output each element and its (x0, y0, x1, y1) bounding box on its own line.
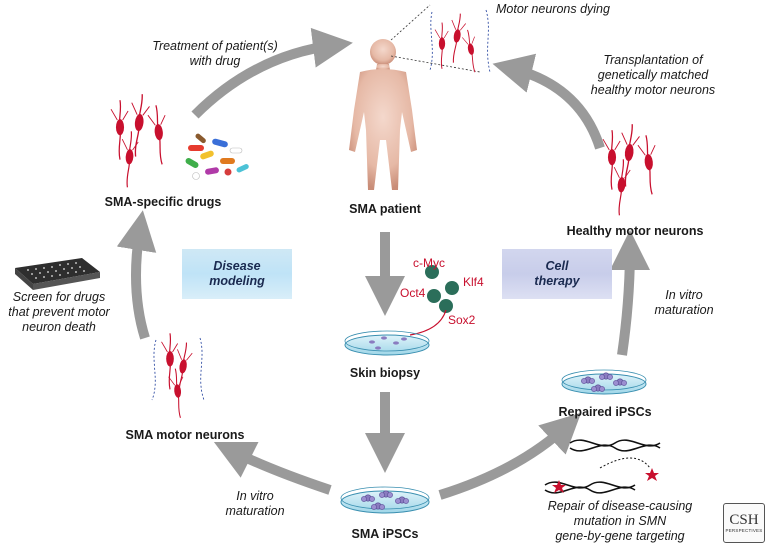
csh-perspectives-logo: CSH PERSPECTIVES (723, 503, 765, 543)
note-repair-line2: mutation in SMN (573, 514, 667, 528)
healthy-neurons (602, 122, 661, 217)
logo-main-text: CSH (729, 512, 759, 528)
note-repair-line3: gene-by-gene targeting (555, 529, 685, 543)
patient-figure (349, 39, 417, 190)
note-maturation-right-line2: maturation (654, 303, 714, 317)
band-cell-therapy: Cell therapy (502, 249, 612, 299)
arrow-ipscs-to-motor-neurons (213, 441, 332, 495)
note-transplant-line3: healthy motor neurons (590, 83, 716, 97)
pills-icon (185, 133, 249, 180)
node-sma-ipscs: SMA iPSCs (351, 527, 419, 541)
arrow-ipscs-to-repaired (438, 412, 582, 500)
note-treatment-line2: with drug (189, 54, 241, 68)
note-maturation-right-line1: In vitro (665, 288, 703, 302)
note-transplant-line2: genetically matched (597, 68, 709, 82)
note-maturation-left-line2: maturation (225, 504, 285, 518)
logo-sub-text: PERSPECTIVES (725, 528, 763, 533)
factor-oct4: Oct4 (400, 286, 426, 300)
note-screen-for-drugs: Screen for drugs that prevent motor neur… (0, 290, 118, 335)
note-screen-line2: that prevent motor (8, 305, 110, 319)
band-cell-line2: therapy (534, 274, 580, 288)
note-treatment-line1: Treatment of patient(s) (152, 39, 278, 53)
band-disease-line1: Disease (213, 259, 261, 273)
note-treatment: Treatment of patient(s) with drug (140, 39, 290, 69)
dish-skin-biopsy (344, 330, 430, 356)
factor-klf4: Klf4 (463, 275, 484, 289)
node-sma-specific-drugs: SMA-specific drugs (104, 195, 222, 209)
note-maturation-left-line1: In vitro (236, 489, 274, 503)
arrow-motor-neurons-to-drugs (116, 210, 157, 340)
note-screen-line3: neuron death (22, 320, 96, 334)
dish-repaired-ipscs (561, 369, 647, 395)
cycle-arrows (116, 27, 650, 500)
note-transplantation: Transplantation of genetically matched h… (568, 53, 738, 98)
note-maturation-left: In vitro maturation (215, 489, 295, 519)
node-repaired-ipscs: Repaired iPSCs (558, 405, 652, 419)
arrow-repaired-to-healthy (609, 230, 650, 356)
band-disease-modeling: Disease modeling (182, 249, 292, 299)
band-disease-line2: modeling (209, 274, 265, 288)
node-sma-motor-neurons: SMA motor neurons (125, 428, 245, 442)
arrow-transplant-to-patient (492, 53, 605, 150)
screening-plate-icon (15, 258, 100, 290)
arrow-drugs-to-patient (191, 27, 353, 119)
note-motor-neurons-dying: Motor neurons dying (496, 2, 610, 16)
factor-sox2: Sox2 (448, 313, 476, 327)
note-transplant-line1: Transplantation of (603, 53, 703, 67)
dying-neurons-callout (390, 4, 491, 74)
dish-sma-ipscs (340, 486, 430, 514)
note-repair-line1: Repair of disease-causing (547, 499, 693, 513)
node-sma-patient: SMA patient (349, 202, 421, 216)
sma-neurons (151, 332, 205, 420)
reprogramming-factors (409, 265, 459, 336)
node-skin-biopsy: Skin biopsy (349, 366, 421, 380)
drugs-neurons (110, 92, 171, 189)
factor-c-myc: c-Myc (413, 256, 445, 270)
band-cell-line1: Cell (545, 259, 569, 273)
note-screen-line1: Screen for drugs (12, 290, 106, 304)
note-maturation-right: In vitro maturation (644, 288, 724, 318)
dna-repair-graphic (544, 439, 661, 494)
note-repair-mutation: Repair of disease-causing mutation in SM… (520, 499, 720, 544)
node-healthy-motor-neurons: Healthy motor neurons (566, 224, 704, 238)
